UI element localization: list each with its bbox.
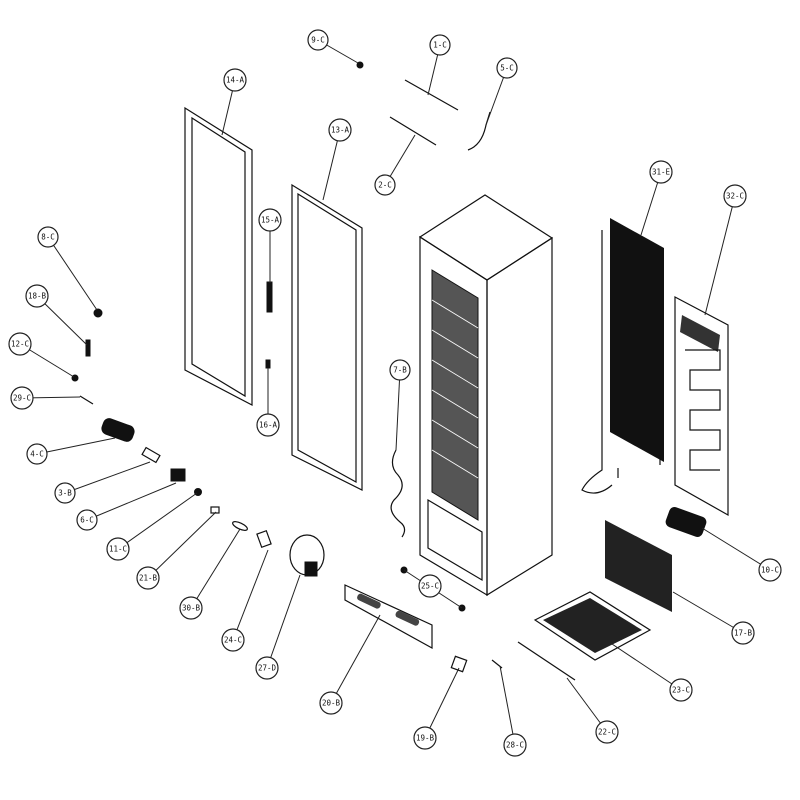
sensor-rod [79, 395, 94, 405]
callout-21-B: 21-B [136, 511, 217, 590]
svg-text:11-C: 11-C [109, 545, 127, 554]
front-kick-plate [344, 584, 433, 650]
callout-3-B: 3-B [54, 461, 151, 504]
callout-2-C: 2-C [374, 134, 416, 196]
callout-13-A: 13-A [322, 118, 352, 201]
callout-29-C: 29-C [10, 386, 81, 410]
callout-10-C: 10-C [701, 527, 782, 582]
callout-8-C: 8-C [37, 226, 98, 311]
svg-text:19-B: 19-B [416, 734, 435, 743]
svg-text:27-D: 27-D [258, 664, 277, 673]
callout-17-B: 17-B [672, 591, 755, 645]
bottom-strip [517, 641, 576, 681]
callout-18-B: 18-B [25, 284, 88, 346]
svg-text:28-C: 28-C [506, 741, 524, 750]
fan-motor [665, 507, 707, 537]
callout-15-A: 15-A [258, 208, 282, 283]
condenser [581, 218, 664, 494]
evaporator-plate [674, 296, 729, 517]
svg-text:15-A: 15-A [261, 216, 280, 225]
starter-relay [141, 446, 161, 464]
svg-text:2-C: 2-C [378, 181, 392, 190]
svg-text:31-E: 31-E [652, 168, 671, 177]
bracket [450, 655, 468, 673]
svg-text:13-A: 13-A [331, 126, 350, 135]
callout-7-B: 7-B [389, 359, 411, 451]
callout-31-E: 31-E [640, 160, 673, 236]
callout-27-D: 27-D [255, 574, 301, 680]
callout-32-C: 32-C [704, 184, 747, 316]
svg-text:32-C: 32-C [726, 192, 744, 201]
svg-text:30-B: 30-B [182, 604, 201, 613]
callout-30-B: 30-B [179, 528, 241, 620]
gasket-ring [232, 521, 248, 531]
callout-14-A: 14-A [221, 68, 247, 136]
callout-25-C: 25-C [403, 569, 463, 609]
svg-text:4-C: 4-C [30, 450, 44, 459]
callout-5-C: 5-C [485, 57, 518, 126]
svg-text:16-A: 16-A [259, 421, 278, 430]
callout-11-C: 11-C [106, 492, 198, 561]
callout-23-C: 23-C [611, 643, 693, 702]
callout-9-C: 9-C [307, 29, 359, 64]
thermostat-knob [93, 308, 103, 318]
mount-bracket [256, 529, 272, 549]
clip [210, 506, 220, 514]
callout-6-C: 6-C [76, 482, 177, 531]
power-cord [390, 449, 406, 538]
svg-text:1-C: 1-C [433, 41, 447, 50]
svg-text:12-C: 12-C [11, 340, 29, 349]
top-rail-lower [389, 116, 437, 146]
svg-text:14-A: 14-A [226, 76, 245, 85]
svg-text:5-C: 5-C [500, 64, 514, 73]
svg-text:6-C: 6-C [80, 516, 94, 525]
grille-panel [605, 520, 672, 612]
callout-20-B: 20-B [319, 614, 381, 715]
light-tube [101, 418, 135, 442]
callout-12-C: 12-C [8, 332, 75, 378]
drain-tube [467, 111, 491, 151]
svg-text:7-B: 7-B [393, 366, 407, 375]
svg-text:17-B: 17-B [734, 629, 753, 638]
top-screw [356, 61, 364, 69]
outer-door-frame [184, 106, 253, 406]
svg-text:3-B: 3-B [58, 489, 72, 498]
callout-22-C: 22-C [566, 677, 619, 744]
svg-text:10-C: 10-C [761, 566, 779, 575]
callout-4-C: 4-C [26, 437, 116, 465]
callout-19-B: 19-B [413, 667, 460, 750]
svg-text:29-C: 29-C [13, 394, 31, 403]
svg-text:24-C: 24-C [224, 636, 242, 645]
thermostat [170, 468, 186, 482]
cabinet [418, 194, 554, 597]
compressor [289, 534, 325, 577]
drip-tray [533, 591, 652, 661]
callout-24-C: 24-C [221, 549, 269, 652]
svg-text:9-C: 9-C [311, 36, 325, 45]
svg-text:20-B: 20-B [322, 699, 341, 708]
switch-bracket [85, 339, 91, 357]
svg-text:18-B: 18-B [28, 292, 47, 301]
inner-door-frame [291, 183, 363, 491]
svg-text:8-C: 8-C [41, 233, 55, 242]
svg-text:23-C: 23-C [672, 686, 690, 695]
callout-16-A: 16-A [256, 368, 280, 437]
callout-28-C: 28-C [499, 665, 527, 757]
door-handle [266, 281, 273, 313]
top-rail-upper [404, 79, 459, 111]
svg-text:21-B: 21-B [139, 574, 158, 583]
callouts: 9-C 1-C 5-C 2-C 14-A 13-A 15-A 16-A 8-C … [8, 29, 782, 757]
svg-text:25-C: 25-C [421, 582, 439, 591]
svg-text:22-C: 22-C [598, 728, 616, 737]
callout-1-C: 1-C [427, 34, 451, 96]
door-hinge-pin [265, 359, 271, 369]
